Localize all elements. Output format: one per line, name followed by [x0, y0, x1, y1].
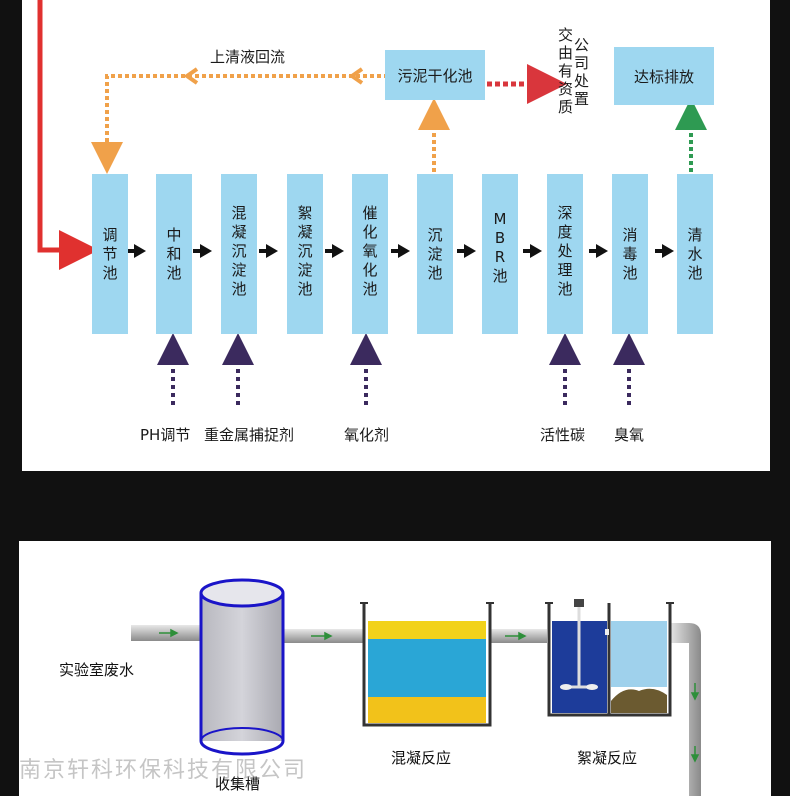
unit-neutralization-tank: 中 和 池 — [156, 174, 192, 334]
flow-arrows — [127, 244, 674, 258]
reagent-arrows — [157, 333, 645, 405]
flocculation-tank-drawing — [545, 599, 674, 717]
coagulation-label: 混凝反应 — [391, 749, 452, 767]
equipment-panel: 实验室废水 收集槽 混凝反应 絮凝反应 — [19, 541, 771, 796]
return-arrow-1 — [348, 67, 364, 85]
disposal-note-col1: 交 由 有 资 质 — [558, 26, 574, 116]
collection-tank-drawing — [199, 578, 285, 756]
process-flow-lines — [37, 0, 707, 405]
outlet-pipe — [669, 623, 701, 796]
unit-label: 调 节 池 — [102, 226, 118, 282]
return-line — [91, 74, 430, 174]
unit-label: 清 水 池 — [687, 226, 703, 282]
discharge-box: 达标排放 — [614, 47, 714, 105]
reagent-ozone-label: 臭氧 — [614, 426, 645, 444]
unit-label: 絮 凝 沉 淀 池 — [297, 204, 313, 298]
return-arrow-2 — [183, 67, 199, 85]
unit-adjust-tank: 调 节 池 — [92, 174, 128, 334]
unit-label: 混 凝 沉 淀 池 — [231, 204, 247, 298]
unit-catalytic-oxidation-tank: 催 化 氧 化 池 — [352, 174, 388, 334]
influent-label: 实验室废水 — [59, 661, 135, 679]
unit-label: M B R 池 — [492, 210, 508, 285]
sludge-drying-box: 污泥干化池 — [385, 50, 485, 100]
unit-label: 消 毒 池 — [622, 226, 638, 282]
equipment-drawing — [131, 578, 701, 796]
disposal-note-col2: 公 司 处 置 — [574, 36, 590, 108]
unit-disinfection-tank: 消 毒 池 — [612, 174, 648, 334]
coagulation-tank-drawing — [360, 602, 494, 727]
unit-floc-settling-tank: 絮 凝 沉 淀 池 — [287, 174, 323, 334]
unit-coag-settling-tank: 混 凝 沉 淀 池 — [221, 174, 257, 334]
process-flow-panel: 调 节 池 中 和 池 混 凝 沉 淀 池 絮 凝 沉 淀 池 催 化 氧 化 … — [22, 0, 770, 471]
supernatant-return-label: 上清液回流 — [210, 48, 286, 66]
unit-label: 沉 淀 池 — [427, 226, 443, 282]
unit-label: 催 化 氧 化 池 — [362, 204, 378, 298]
watermark: 南京轩科环保科技有限公司 — [19, 758, 308, 783]
flocculation-label: 絮凝反应 — [577, 749, 638, 767]
unit-settling-tank: 沉 淀 池 — [417, 174, 453, 334]
unit-mbr-tank: M B R 池 — [482, 174, 518, 334]
collection-tank-label: 收集槽 — [215, 775, 261, 793]
reagent-oxidant-label: 氧化剂 — [344, 426, 390, 444]
reagent-metal-label: 重金属捕捉剂 — [204, 426, 295, 444]
reagent-carbon-label: 活性碳 — [540, 426, 586, 444]
reagent-ph-label: PH调节 — [140, 426, 191, 444]
unit-label: 中 和 池 — [166, 226, 182, 282]
unit-clear-water-tank: 清 水 池 — [677, 174, 713, 334]
inflow-red — [37, 0, 99, 270]
unit-advanced-treatment-tank: 深 度 处 理 池 — [547, 174, 583, 334]
unit-label: 深 度 处 理 池 — [557, 204, 573, 298]
flow-markers — [159, 628, 700, 763]
